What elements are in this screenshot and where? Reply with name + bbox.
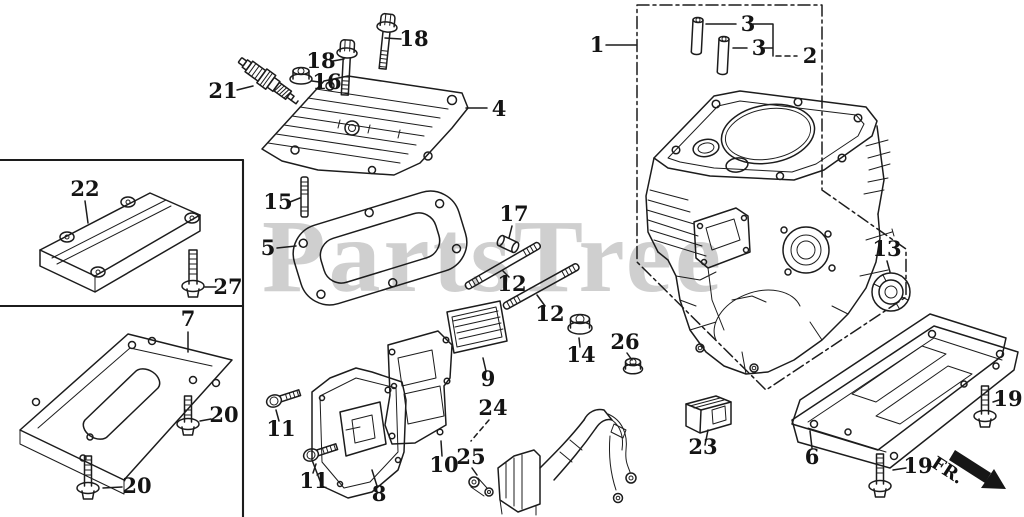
fr-arrow-head-icon <box>981 469 1006 489</box>
stud-15-drawing <box>300 176 309 218</box>
callout-5: 5 <box>261 235 276 260</box>
callout-10: 10 <box>429 452 458 477</box>
callout-21: 21 <box>208 78 237 103</box>
cylinder-assembly-drawing <box>645 90 895 375</box>
callout-27: 27 <box>213 274 242 299</box>
bolt-20b-drawing <box>76 455 100 500</box>
bolt-19a-drawing <box>973 385 997 428</box>
callout-11a: 11 <box>266 416 295 441</box>
callout-22: 22 <box>70 176 99 201</box>
callout-14: 14 <box>566 342 595 367</box>
flange-bolt-18b-drawing <box>336 39 358 96</box>
callout-25: 25 <box>456 444 485 469</box>
callout-6: 6 <box>805 444 820 469</box>
part-1-boundary-box <box>636 4 907 391</box>
callout-13: 13 <box>872 236 901 261</box>
bed-plate-drawing <box>791 313 1019 469</box>
spark-plug-drawing <box>237 57 299 105</box>
section-borders <box>0 158 245 517</box>
rubber-mount-drawing <box>685 395 732 434</box>
callout-26: 26 <box>610 329 639 354</box>
callout-12a: 12 <box>497 271 526 296</box>
callout-23: 23 <box>688 434 717 459</box>
dowel-pin-3b-drawing <box>716 35 730 76</box>
cap-nut-14-drawing <box>567 313 593 335</box>
callout-8: 8 <box>372 481 387 506</box>
breather-cover-drawing <box>311 367 407 499</box>
callout-16: 16 <box>312 69 341 94</box>
callout-20a: 20 <box>209 402 238 427</box>
flange-nut-16-drawing <box>289 66 313 85</box>
louver-screen-drawing <box>446 300 508 354</box>
callout-7: 7 <box>181 306 196 331</box>
dowel-pin-17-drawing <box>496 234 520 254</box>
watermark: PartsTree <box>262 199 724 314</box>
nut-26-drawing <box>622 357 644 375</box>
stud-12b-drawing <box>502 263 580 310</box>
dowel-pin-3a-drawing <box>690 16 704 56</box>
bolt-20a-drawing <box>176 395 200 436</box>
callout-20b: 20 <box>122 473 151 498</box>
fr-arrow-icon <box>949 450 991 483</box>
callout-3a: 3 <box>741 11 756 36</box>
callout-19a: 19 <box>993 386 1022 411</box>
bolt-11b-drawing <box>302 443 339 462</box>
cylinder-head-plate-drawing <box>261 75 469 176</box>
callout-3b: 3 <box>752 35 767 60</box>
leader-lines <box>84 23 1000 489</box>
gasket-10-drawing <box>384 330 453 445</box>
callout-9: 9 <box>481 366 496 391</box>
callout-18b: 18 <box>306 48 335 73</box>
bolt-19b-drawing <box>868 453 892 498</box>
callout-4: 4 <box>492 96 507 121</box>
callout-12b: 12 <box>535 301 564 326</box>
callout-2: 2 <box>803 43 818 68</box>
oil-seal-drawing <box>871 272 911 312</box>
head-gasket-drawing <box>292 190 468 306</box>
front-direction-indicator: FR. <box>927 450 1006 489</box>
stud-12a-drawing <box>464 241 542 290</box>
callout-1: 1 <box>590 32 605 57</box>
bolt-11a-drawing <box>265 389 302 408</box>
flange-bolt-18a-drawing <box>376 12 398 70</box>
wire-clamp-drawing <box>468 476 494 497</box>
head-cover-plate-drawing <box>39 192 201 293</box>
ignition-coil-drawing <box>497 408 637 516</box>
callout-24: 24 <box>478 395 507 420</box>
callout-17: 17 <box>499 201 528 226</box>
callout-11b: 11 <box>299 468 328 493</box>
callout-18a: 18 <box>399 26 428 51</box>
callout-15: 15 <box>263 189 292 214</box>
callout-19b: 19 <box>903 453 932 478</box>
bolt-27-drawing <box>181 249 205 298</box>
callout-labels: 1 2 3 3 4 5 6 7 8 9 10 11 11 12 12 13 14… <box>70 11 1022 506</box>
mounting-plate-7-drawing <box>19 333 233 495</box>
